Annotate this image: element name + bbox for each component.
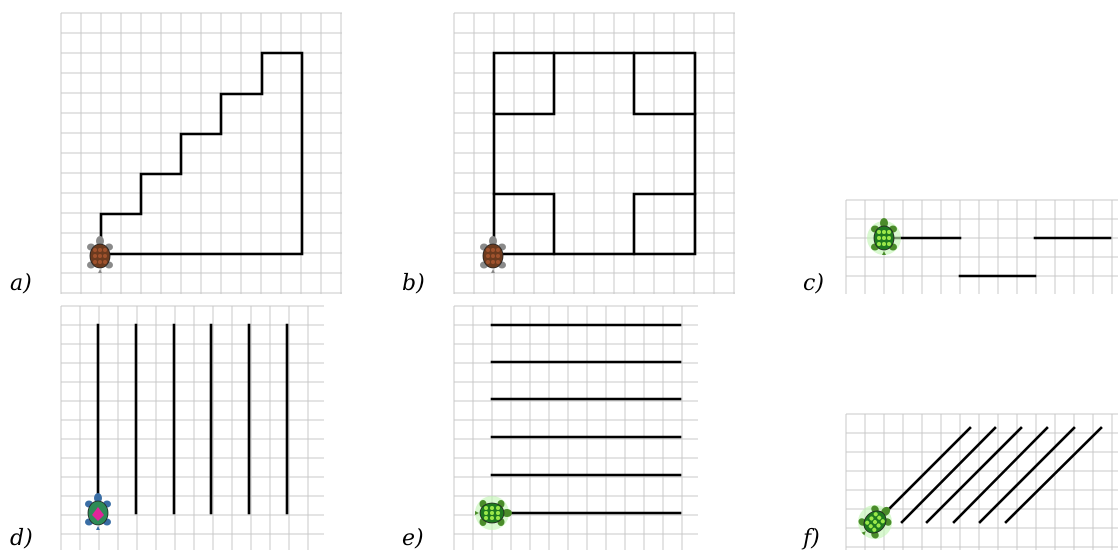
path-b-tl — [494, 53, 554, 114]
turtle-e — [475, 496, 512, 530]
path-b-tr — [634, 53, 695, 114]
turtle-a — [87, 236, 113, 273]
turtle-b — [480, 236, 506, 273]
panel-label-f: f) — [803, 528, 820, 550]
panel-label-e: e) — [402, 528, 424, 550]
path-f-4 — [954, 428, 1047, 522]
turtle-c — [867, 218, 901, 255]
panel-label-a: a) — [10, 273, 32, 295]
panel-label-d: d) — [10, 528, 33, 550]
path-b-br — [634, 194, 695, 254]
panel-label-b: b) — [402, 273, 425, 295]
path-f-5 — [980, 428, 1074, 522]
path-f-6 — [1006, 428, 1101, 522]
path-f-1 — [878, 428, 970, 520]
panel-label-c: c) — [803, 273, 824, 295]
path-f-2 — [902, 428, 995, 522]
turtle-d — [85, 493, 111, 530]
